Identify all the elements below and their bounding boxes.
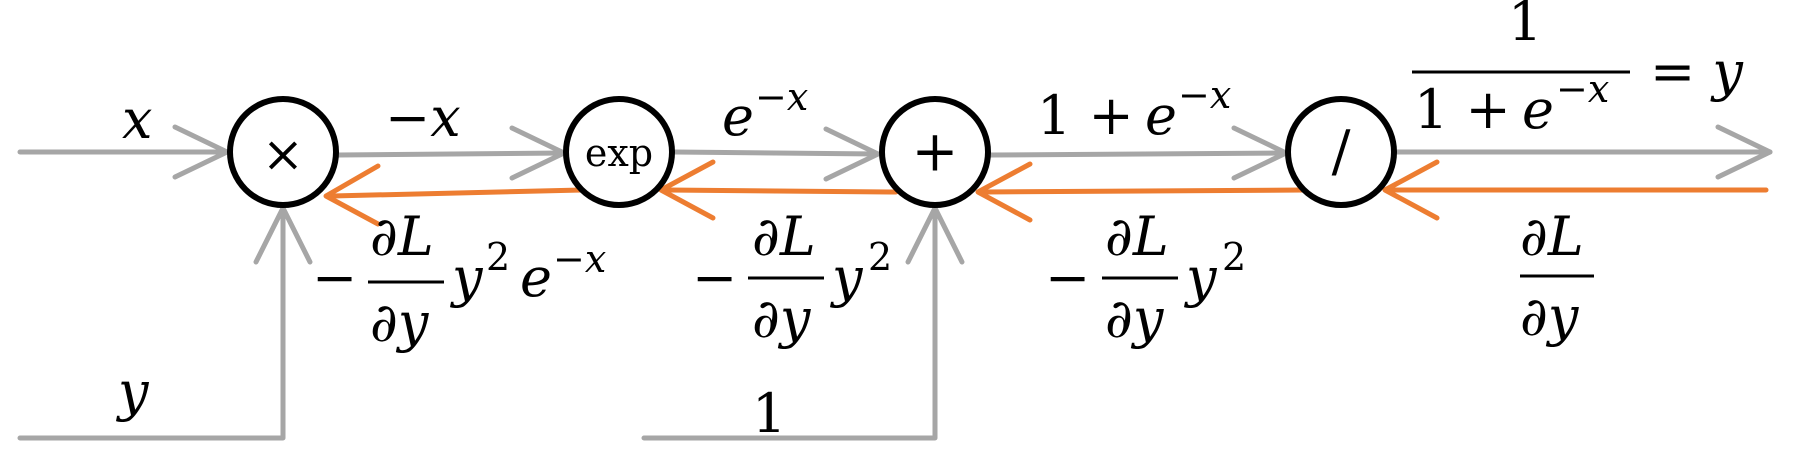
svg-text:∂L: ∂L (1105, 205, 1169, 268)
forward-edges (17, 124, 1773, 441)
grad-arrowhead-multiply (323, 163, 381, 227)
label-y: y (116, 360, 150, 423)
label-one: 1 (752, 382, 786, 445)
edge-y-to-multiply (17, 205, 286, 441)
exp-symbol: exp (585, 131, 653, 175)
svg-text:= y: = y (1650, 40, 1744, 103)
svg-text:y: y (830, 246, 864, 309)
grad-label-exp: − ∂L ∂y y 2 (692, 205, 892, 350)
svg-text:∂L: ∂L (370, 205, 434, 268)
label-x: x (122, 88, 152, 151)
svg-text:1 +: 1 + (1414, 78, 1511, 141)
edge-exp-to-add (671, 149, 881, 157)
svg-text:e: e (1145, 84, 1177, 147)
svg-text:∂L: ∂L (1520, 205, 1584, 268)
svg-text:−x: −x (553, 237, 606, 281)
label-neg-x: −x (385, 86, 461, 149)
edge-add-to-divide (988, 150, 1289, 158)
label-one-plus-e-neg-x: 1 + e −x (1037, 73, 1231, 147)
svg-text:y: y (450, 246, 484, 309)
grad-edge-divide-to-add (981, 187, 1308, 195)
svg-text:e: e (520, 246, 552, 309)
svg-text:y: y (1184, 246, 1218, 309)
arrowhead-exp (823, 126, 881, 182)
svg-text:∂y: ∂y (752, 287, 812, 350)
svg-text:∂y: ∂y (1520, 285, 1580, 348)
svg-text:−x: −x (1556, 67, 1609, 111)
svg-text:−: − (312, 246, 357, 309)
svg-text:2: 2 (1222, 235, 1246, 279)
divide-symbol: / (1332, 120, 1351, 185)
arrowhead-output (1715, 124, 1773, 180)
svg-text:1 +: 1 + (1037, 84, 1134, 147)
label-output-sigmoid: 1 1 + e −x = y (1412, 0, 1744, 141)
add-symbol: + (912, 120, 959, 185)
edge-one-to-add (641, 205, 938, 441)
grad-edge-exp-to-multiply (329, 187, 585, 199)
grad-arrowhead-add (975, 161, 1033, 223)
exp-node: exp (563, 96, 675, 208)
edge-multiply-to-exp (335, 150, 567, 158)
grad-arrowhead-exp (658, 159, 716, 221)
label-e-neg-x: e −x (722, 75, 808, 148)
svg-text:2: 2 (868, 235, 892, 279)
svg-text:1: 1 (1508, 0, 1542, 53)
svg-text:−: − (692, 246, 737, 309)
svg-text:∂y: ∂y (1105, 287, 1165, 350)
divide-node: / (1285, 96, 1397, 208)
backward-edges (323, 159, 1769, 227)
grad-edge-add-to-exp (664, 187, 899, 195)
multiply-symbol: × (262, 125, 304, 183)
svg-text:∂L: ∂L (752, 205, 816, 268)
svg-text:e: e (722, 85, 754, 148)
svg-text:−x: −x (755, 75, 808, 119)
grad-arrowhead-divide (1382, 159, 1440, 221)
svg-text:−x: −x (1178, 73, 1231, 117)
grad-label-multiply: − ∂L ∂y y 2 e −x (312, 205, 606, 354)
svg-text:−: − (1045, 246, 1090, 309)
add-node: + (879, 96, 991, 208)
svg-text:∂y: ∂y (370, 291, 430, 354)
grad-label-add: − ∂L ∂y y 2 (1045, 205, 1246, 350)
svg-text:2: 2 (486, 235, 510, 279)
multiply-node: × (227, 96, 339, 208)
grad-label-output: ∂L ∂y (1520, 205, 1594, 348)
svg-text:e: e (1522, 78, 1554, 141)
